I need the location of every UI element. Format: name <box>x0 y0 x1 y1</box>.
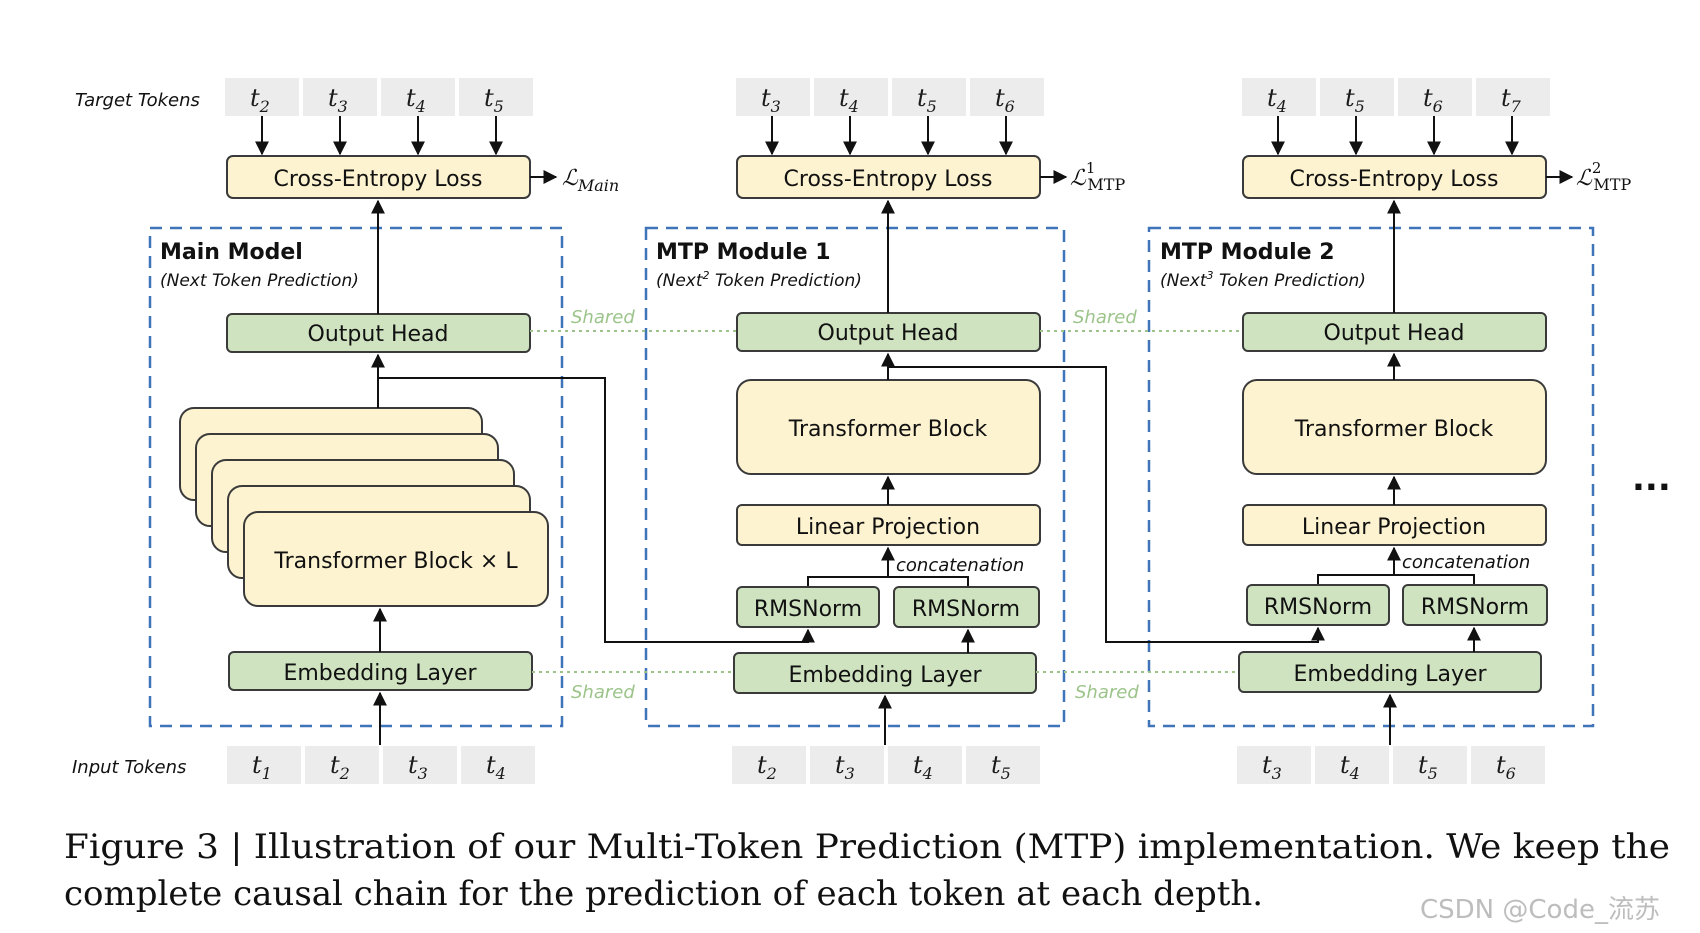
mtp2-subtitle: (Next3 Token Prediction) <box>1160 269 1366 291</box>
main-model-title: Main Model <box>160 240 303 265</box>
main-loss-symbol: ℒMain <box>562 166 619 195</box>
mtp1-output-head-label: Output Head <box>818 321 959 346</box>
mtp2-loss-label: Cross-Entropy Loss <box>1290 167 1499 192</box>
mtp2-transformer-label: Transformer Block <box>1294 417 1494 442</box>
target-tokens-label: Target Tokens <box>75 90 200 111</box>
mtp2-title: MTP Module 2 <box>1160 240 1335 265</box>
token: t5 <box>1345 84 1365 116</box>
token: t2 <box>250 84 270 116</box>
main-loss-label: Cross-Entropy Loss <box>274 167 483 192</box>
token: t3 <box>835 751 855 783</box>
mtp1-loss-label: Cross-Entropy Loss <box>784 167 993 192</box>
mtp2-rmsnorm-left <box>1246 584 1390 626</box>
token: t4 <box>1267 84 1287 116</box>
token: t3 <box>761 84 781 116</box>
token: t5 <box>484 84 504 116</box>
shared-label: Shared <box>1075 682 1139 703</box>
token: t3 <box>328 84 348 116</box>
watermark: CSDN @Code_流苏 <box>1420 895 1660 925</box>
mtp2-embedding-layer <box>1238 651 1542 693</box>
mtp1-input-tokens: t2 t3 t4 t5 <box>732 746 1040 784</box>
token: t1 <box>252 751 272 783</box>
mtp1-frame <box>644 226 1066 728</box>
token: t6 <box>1423 84 1443 116</box>
figure-caption-line-1: Figure 3 | Illustration of our Multi-Tok… <box>64 827 1670 867</box>
token: t3 <box>1262 751 1282 783</box>
mtp2-rmsnorm-right-label: RMSNorm <box>1421 595 1529 620</box>
token: t6 <box>1496 751 1516 783</box>
mtp1-concat-label: concatenation <box>896 555 1024 576</box>
token: t2 <box>757 751 777 783</box>
token: t2 <box>330 751 350 783</box>
mtp1-target-tokens: t3 t4 t5 t6 <box>736 78 1044 116</box>
main-model-subtitle: (Next Token Prediction) <box>160 271 359 291</box>
input-tokens-label: Input Tokens <box>72 757 186 778</box>
mtp2-target-tokens: t4 t5 t6 t7 <box>1242 78 1550 116</box>
ellipsis: ... <box>1632 459 1671 499</box>
token: t3 <box>408 751 428 783</box>
main-embedding-label: Embedding Layer <box>283 661 477 686</box>
main-target-tokens: t2 t3 t4 t5 <box>225 78 533 116</box>
token: t6 <box>995 84 1015 116</box>
main-input-tokens: t1 t2 t3 t4 <box>227 746 535 784</box>
main-model: t2 t3 t4 t5 Cross-Entropy Loss ℒMain Mai… <box>148 78 619 784</box>
main-model-frame <box>148 226 564 728</box>
mtp1-linear-label: Linear Projection <box>796 515 980 540</box>
token: t5 <box>991 751 1011 783</box>
mtp2-rmsnorm-left-label: RMSNorm <box>1264 595 1372 620</box>
mtp1-rmsnorm-right-label: RMSNorm <box>912 597 1020 622</box>
mtp2-embedding-label: Embedding Layer <box>1293 662 1487 687</box>
main-transformer-label: Transformer Block × L <box>273 549 518 574</box>
mtp1-transformer-label: Transformer Block <box>788 417 988 442</box>
token: t4 <box>839 84 859 116</box>
main-to-mtp1-connector <box>378 377 815 643</box>
shared-label: Shared <box>571 682 635 703</box>
token: t4 <box>913 751 933 783</box>
mtp2-input-tokens: t3 t4 t5 t6 <box>1237 746 1545 784</box>
token: t5 <box>917 84 937 116</box>
main-transformer-block <box>243 511 549 607</box>
main-output-head-label: Output Head <box>308 322 449 347</box>
shared-label: Shared <box>571 307 635 328</box>
shared-label: Shared <box>1073 307 1137 328</box>
mtp2-output-head-label: Output Head <box>1324 321 1465 346</box>
token: t5 <box>1418 751 1438 783</box>
token: t4 <box>406 84 426 116</box>
mtp1-to-mtp2-connector <box>888 366 1325 643</box>
token: t7 <box>1501 84 1522 116</box>
mtp2-rmsnorm-right <box>1402 584 1548 626</box>
mtp1-embedding-label: Embedding Layer <box>788 663 982 688</box>
mtp2-frame <box>1147 226 1595 728</box>
mtp2-concat-label: concatenation <box>1402 552 1530 573</box>
mtp1-rmsnorm-left <box>736 586 880 628</box>
token: t4 <box>1340 751 1360 783</box>
mtp1-subtitle: (Next2 Token Prediction) <box>656 269 862 291</box>
mtp1-rmsnorm-right <box>893 586 1040 628</box>
mtp1-title: MTP Module 1 <box>656 240 831 265</box>
figure-caption-line-2: complete causal chain for the prediction… <box>64 874 1263 914</box>
token: t4 <box>486 751 506 783</box>
mtp2-linear-label: Linear Projection <box>1302 515 1486 540</box>
mtp1-rmsnorm-left-label: RMSNorm <box>754 597 862 622</box>
